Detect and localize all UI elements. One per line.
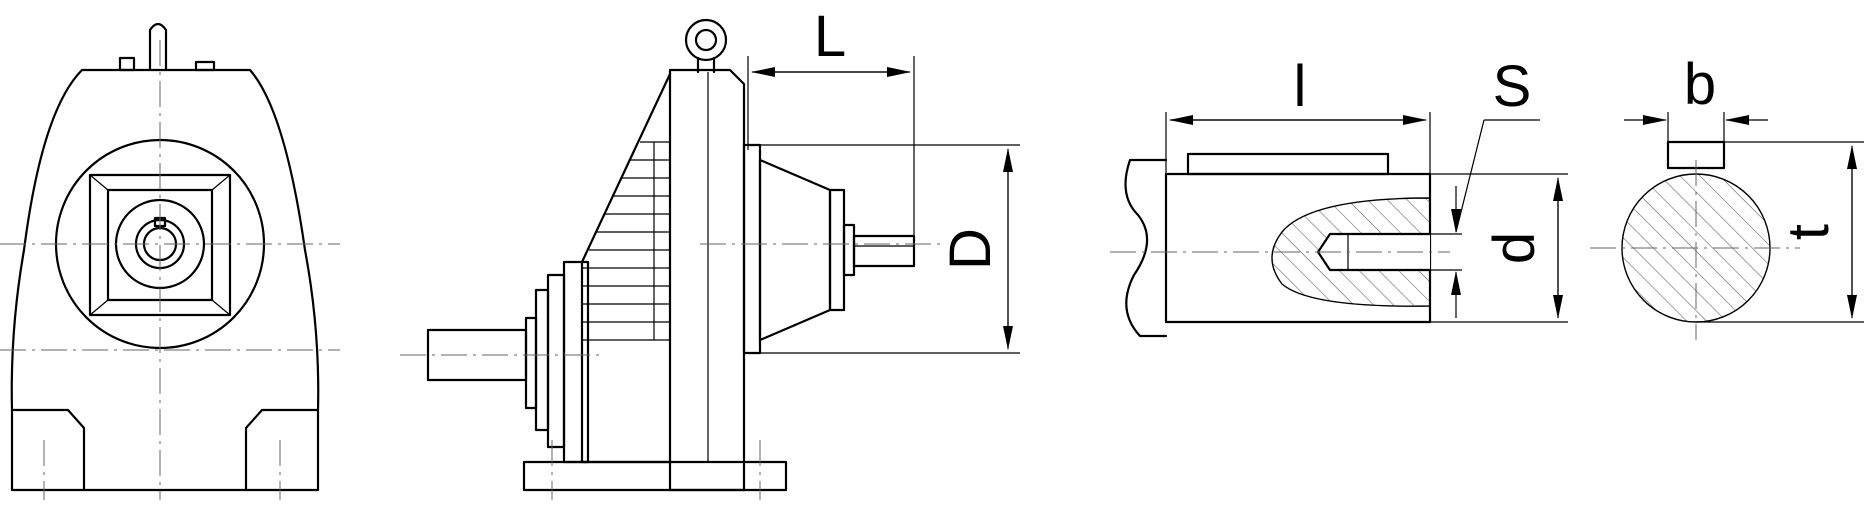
dimension-L: L: [747, 4, 915, 236]
dimension-l: l: [1165, 54, 1431, 174]
dimension-S: S: [1430, 54, 1540, 318]
label-d: d: [1482, 232, 1547, 264]
label-t: t: [1776, 224, 1841, 240]
label-b: b: [1684, 52, 1716, 117]
label-D: D: [938, 228, 1003, 270]
cooling-fins: [582, 141, 670, 341]
side-view: [400, 18, 940, 500]
label-S: S: [1493, 54, 1532, 119]
dimension-D: D: [760, 144, 1020, 354]
label-l: l: [1294, 54, 1307, 119]
shaft-section: [1590, 140, 1800, 340]
shaft-detail: [1110, 152, 1450, 338]
dimension-d: d: [1430, 173, 1568, 323]
dimension-b: b: [1624, 52, 1768, 142]
dimension-t: t: [1696, 141, 1864, 323]
front-view: [0, 22, 340, 500]
label-L: L: [814, 4, 846, 69]
